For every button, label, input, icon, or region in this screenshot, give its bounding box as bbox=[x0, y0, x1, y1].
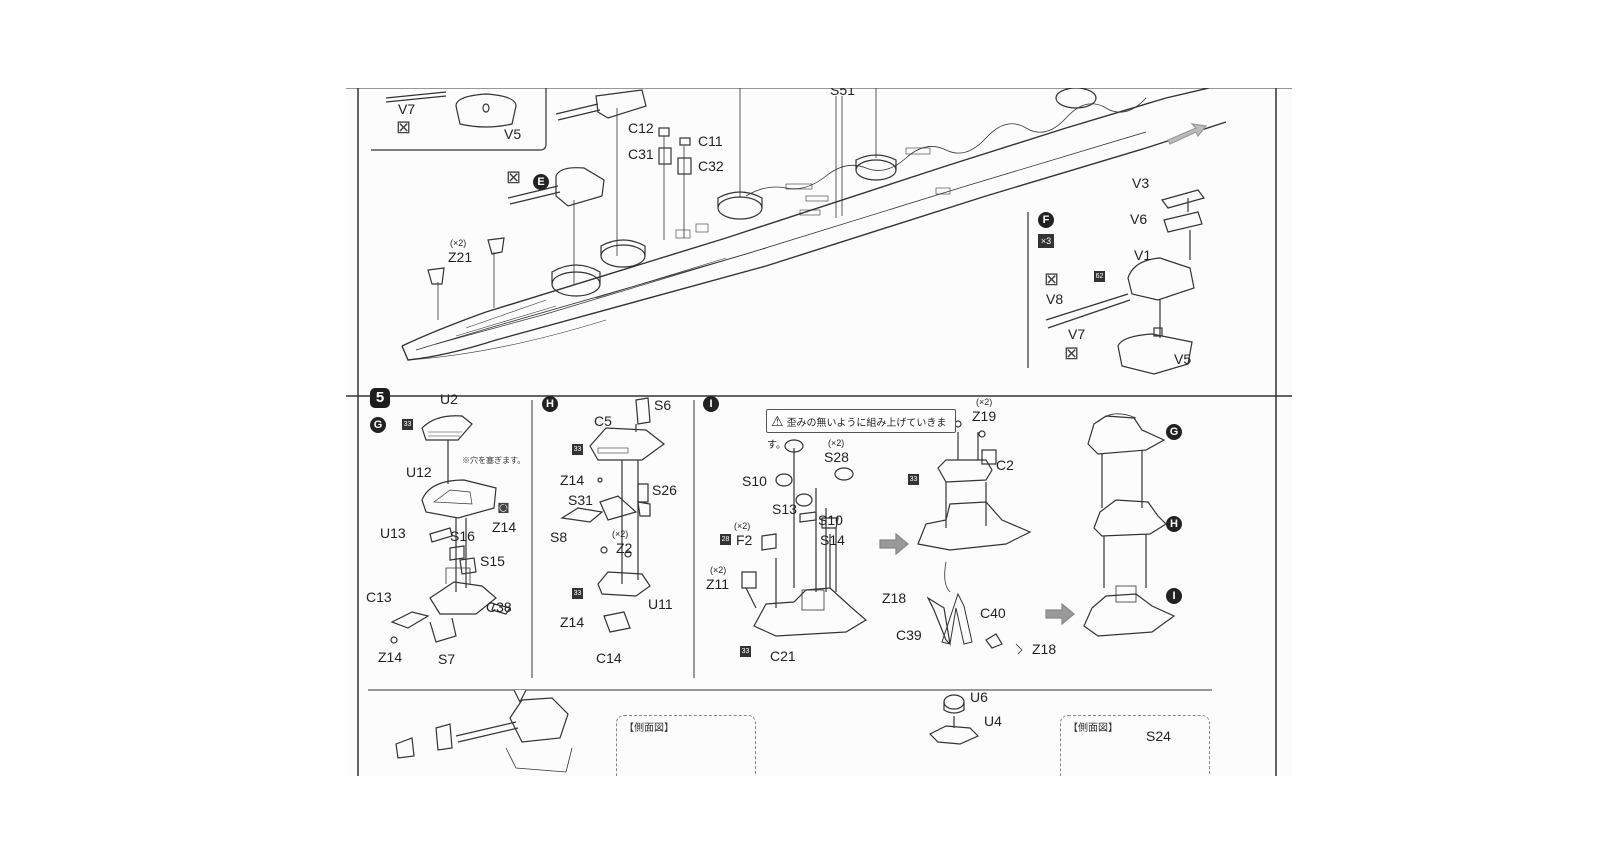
count-badge: ×3 bbox=[1038, 234, 1054, 248]
code-box-h2: 33 bbox=[572, 588, 583, 599]
code-box-g: 33 bbox=[402, 419, 413, 430]
part-u11: U11 bbox=[648, 596, 673, 612]
part-s24: S24 bbox=[1146, 728, 1171, 744]
part-z14-a: Z14 bbox=[492, 519, 517, 535]
code-box-f2: 28 bbox=[720, 534, 731, 545]
part-z14-c: Z14 bbox=[560, 472, 585, 488]
part-s14: S14 bbox=[820, 532, 845, 548]
part-z21-count: (×2) bbox=[450, 238, 467, 248]
part-z11-count: (×2) bbox=[710, 565, 727, 575]
part-v5-right: V5 bbox=[1174, 351, 1192, 367]
cement-icon: ⊠ bbox=[1064, 343, 1080, 363]
assembly-marker-i: I bbox=[1166, 588, 1182, 604]
part-v1: V1 bbox=[1134, 247, 1152, 263]
part-v5-top: V5 bbox=[504, 126, 522, 142]
cement-icon: ⊠ bbox=[396, 117, 412, 137]
part-z21: Z21 bbox=[448, 249, 473, 265]
part-s26: S26 bbox=[652, 482, 677, 498]
part-z18-b: Z18 bbox=[1032, 641, 1057, 657]
part-v3: V3 bbox=[1132, 175, 1150, 191]
cement-icon: ⊠ bbox=[1044, 269, 1060, 289]
part-c5: C5 bbox=[594, 413, 612, 429]
part-v7-right: V7 bbox=[1068, 326, 1086, 342]
part-c13: C13 bbox=[366, 589, 392, 605]
part-z19: Z19 bbox=[972, 408, 997, 424]
part-c14: C14 bbox=[596, 650, 622, 666]
part-u2: U2 bbox=[440, 391, 458, 407]
part-s31: S31 bbox=[568, 492, 593, 508]
part-u6: U6 bbox=[970, 689, 988, 705]
hole-fill-icon: ◙ bbox=[498, 497, 509, 517]
sub-marker-i: I bbox=[703, 396, 719, 412]
part-f2: F2 bbox=[736, 532, 753, 548]
warning-text: 歪みの無いように組み上げていきます。 bbox=[767, 418, 947, 451]
assembly-illustration bbox=[346, 88, 1292, 776]
part-u13: U13 bbox=[380, 525, 406, 541]
part-c11: C11 bbox=[698, 133, 723, 149]
cement-icon: ⊠ bbox=[506, 167, 522, 187]
part-c40: C40 bbox=[980, 605, 1006, 621]
part-s28-count: (×2) bbox=[828, 438, 845, 448]
part-s6: S6 bbox=[654, 397, 672, 413]
code-box-z19: 33 bbox=[908, 474, 919, 485]
part-z14-d: Z14 bbox=[560, 614, 585, 630]
assembly-marker-h: H bbox=[1166, 516, 1182, 532]
part-u12: U12 bbox=[406, 464, 432, 480]
code-box-c21: 33 bbox=[740, 646, 751, 657]
hole-note: ※穴を塞ぎます。 bbox=[462, 456, 526, 465]
part-c32: C32 bbox=[698, 158, 724, 174]
side-view-box-right bbox=[1060, 715, 1210, 776]
part-s10-a: S10 bbox=[742, 473, 767, 489]
warning-note: ⚠歪みの無いように組み上げていきます。 bbox=[766, 409, 956, 451]
part-z19-count: (×2) bbox=[976, 397, 993, 407]
part-c38: C38 bbox=[486, 599, 512, 615]
sub-marker-e: E bbox=[533, 174, 549, 190]
part-c12: C12 bbox=[628, 120, 654, 136]
part-z18-a: Z18 bbox=[882, 590, 907, 606]
part-s15: S15 bbox=[480, 553, 505, 569]
step-number: 5 bbox=[370, 388, 390, 408]
instruction-sheet: 5 G H I E F G H I ×3 62 33 33 33 28 33 3… bbox=[346, 88, 1292, 776]
part-v7-top: V7 bbox=[398, 101, 416, 117]
side-view-box-left bbox=[616, 715, 756, 776]
part-v8: V8 bbox=[1046, 291, 1064, 307]
part-s28: S28 bbox=[824, 449, 849, 465]
part-s13: S13 bbox=[772, 501, 797, 517]
part-s8: S8 bbox=[550, 529, 568, 545]
sub-marker-g: G bbox=[370, 417, 386, 433]
part-z11: Z11 bbox=[706, 576, 730, 592]
part-u4: U4 bbox=[984, 713, 1002, 729]
part-f2-count: (×2) bbox=[734, 521, 751, 531]
part-v6: V6 bbox=[1130, 211, 1148, 227]
part-c2: C2 bbox=[996, 457, 1014, 473]
sub-marker-f: F bbox=[1038, 212, 1054, 228]
part-c21: C21 bbox=[770, 648, 796, 664]
paint-code-badge: 62 bbox=[1094, 271, 1105, 282]
part-z14-b: Z14 bbox=[378, 649, 403, 665]
warning-icon: ⚠ bbox=[771, 413, 784, 429]
part-s51: S51 bbox=[830, 88, 855, 98]
code-box-h1: 33 bbox=[572, 444, 583, 455]
part-z2: Z2 bbox=[616, 540, 633, 556]
part-z2-count: (×2) bbox=[612, 529, 629, 539]
sub-marker-h: H bbox=[542, 396, 558, 412]
part-c31: C31 bbox=[628, 146, 654, 162]
part-c39: C39 bbox=[896, 627, 922, 643]
part-s16: S16 bbox=[450, 528, 475, 544]
side-view-title-right: 【側面図】 bbox=[1068, 723, 1118, 734]
part-s7: S7 bbox=[438, 651, 456, 667]
assembly-marker-g: G bbox=[1166, 424, 1182, 440]
part-s10-b: S10 bbox=[818, 512, 843, 528]
side-view-title-left: 【側面図】 bbox=[624, 723, 674, 734]
